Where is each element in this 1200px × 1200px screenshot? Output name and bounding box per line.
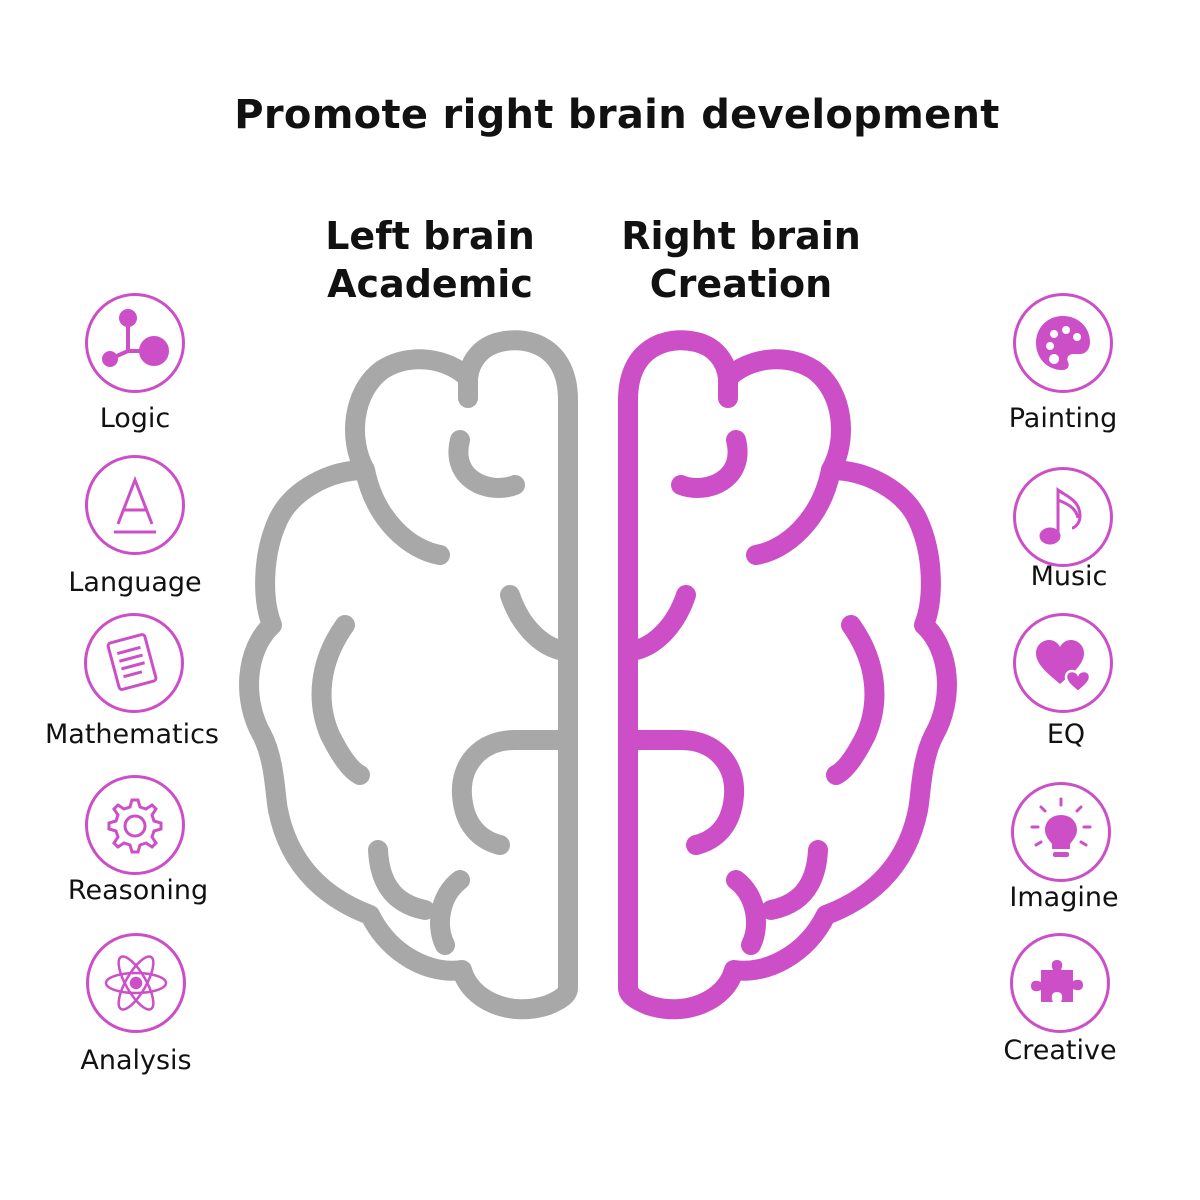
lightbulb-icon <box>1011 782 1111 882</box>
feature-label: Mathematics <box>45 719 219 750</box>
feature-label: Language <box>68 567 202 598</box>
right-brain-title: Right brain <box>621 214 861 258</box>
left-brain-heading: Left brain Academic <box>280 212 580 308</box>
atom-icon <box>86 933 186 1033</box>
document-icon <box>84 613 184 713</box>
feature-label: Creative <box>1003 1035 1117 1066</box>
page-title: Promote right brain development <box>234 92 1000 138</box>
palette-icon <box>1013 293 1113 393</box>
feature-label: Analysis <box>80 1045 192 1076</box>
molecule-icon <box>85 293 185 393</box>
letter-a-icon <box>85 455 185 555</box>
left-brain-title: Left brain <box>325 214 535 258</box>
feature-label: Music <box>1030 561 1108 592</box>
feature-label: Painting <box>1008 403 1118 434</box>
feature-label: Reasoning <box>67 875 209 906</box>
gear-icon <box>85 775 185 875</box>
feature-label: EQ <box>1046 719 1086 750</box>
right-brain-subtitle: Creation <box>649 262 833 306</box>
left-hemisphere <box>239 330 578 1020</box>
hearts-icon <box>1013 613 1113 713</box>
right-brain-heading: Right brain Creation <box>591 212 891 308</box>
music-note-icon <box>1013 467 1113 567</box>
feature-label: Logic <box>99 403 171 434</box>
right-hemisphere <box>618 330 957 1020</box>
left-brain-subtitle: Academic <box>327 262 533 306</box>
feature-label: Imagine <box>1009 882 1119 913</box>
puzzle-icon <box>1010 933 1110 1033</box>
